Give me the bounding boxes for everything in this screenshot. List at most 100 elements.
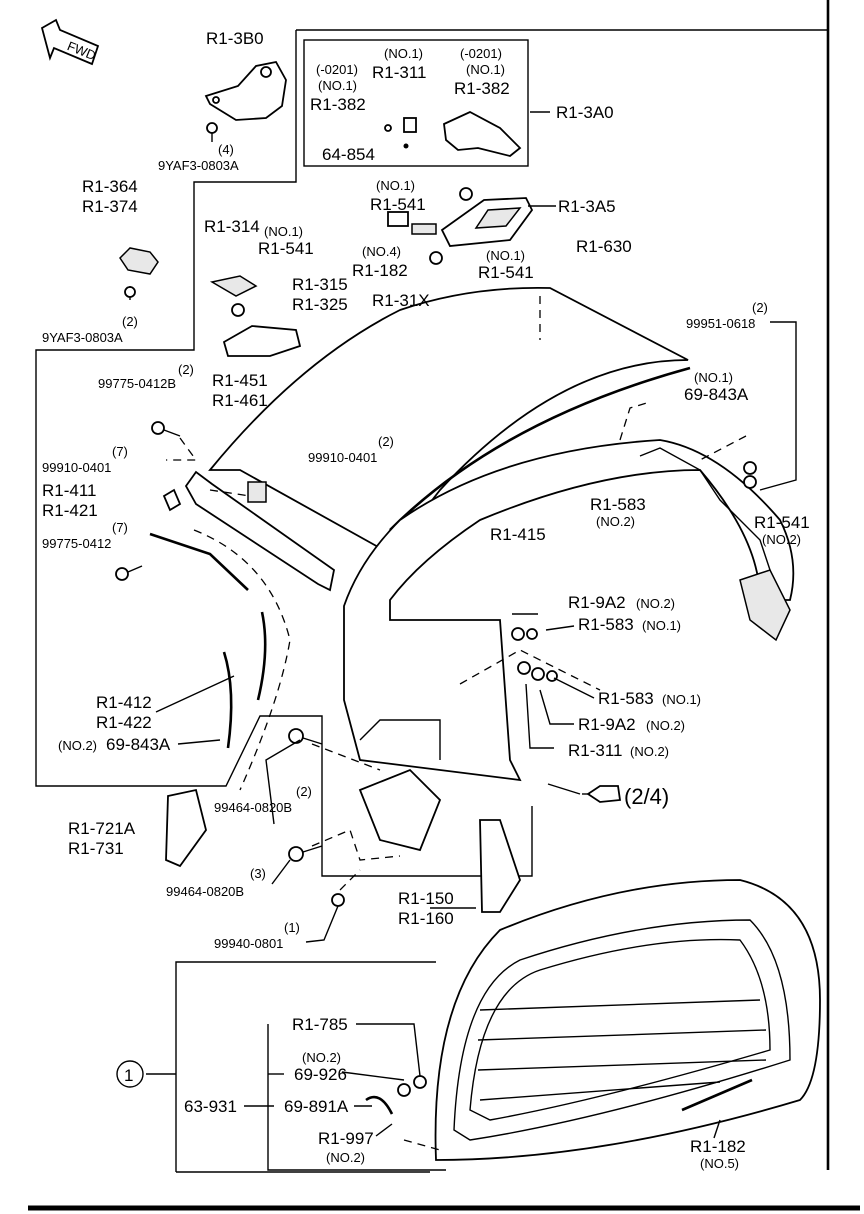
qty-3: (3) (250, 866, 266, 881)
label-69-843a-b: 69-843A (106, 735, 171, 754)
label-69-843a-a: 69-843A (684, 385, 749, 404)
qty-2a: (2) (122, 314, 138, 329)
label-no1-g: (NO.1) (694, 370, 733, 385)
label-no2-d: (NO.2) (646, 718, 685, 733)
label-no1-i: (NO.1) (662, 692, 701, 707)
label-99775-412b: 99775-0412B (98, 376, 176, 391)
label-69-891a: 69-891A (284, 1097, 349, 1116)
label-no1-h: (NO.1) (642, 618, 681, 633)
qty-4: (4) (218, 142, 234, 157)
label-r1-421: R1-421 (42, 501, 98, 520)
label-r1-541-a: R1-541 (370, 195, 426, 214)
hinge-parts (165, 728, 521, 913)
circled-number-label: 1 (124, 1066, 133, 1085)
label-no2-e: (NO.2) (58, 738, 97, 753)
label-99464-a: 99464-0820B (214, 800, 292, 815)
label-r1-630: R1-630 (576, 237, 632, 256)
label-99940: 99940-0801 (214, 936, 283, 951)
r1-364-clip (119, 247, 159, 300)
label-r1-997: R1-997 (318, 1129, 374, 1148)
label-r1-325: R1-325 (292, 295, 348, 314)
label-r1-182-b: R1-182 (690, 1137, 746, 1156)
qty-2c: (2) (178, 362, 194, 377)
label-no1-a: (NO.1) (384, 46, 423, 61)
label-r1-583-b: R1-583 (578, 615, 634, 634)
label-r1-785: R1-785 (292, 1015, 348, 1034)
label-9yaf3-a: 9YAF3-0803A (158, 158, 239, 173)
qty-2d: (2) (378, 434, 394, 449)
label-no2-h: (NO.2) (326, 1150, 365, 1165)
qty-1: (1) (284, 920, 300, 935)
label-r1-9a2-b: R1-9A2 (578, 715, 636, 734)
label-9yaf3-b: 9YAF3-0803A (42, 330, 123, 345)
r1-3b0-bracket (204, 60, 287, 142)
dashed-lines (166, 401, 747, 1151)
circled-number-icon: 1 (116, 1060, 144, 1088)
label-no1-f: (NO.1) (486, 248, 525, 263)
label-r1-382-b: R1-382 (310, 95, 366, 114)
label-99464-b: 99464-0820B (166, 884, 244, 899)
label-m0201-b: (-0201) (316, 62, 358, 77)
label-63-931: 63-931 (184, 1097, 237, 1116)
label-99910-a: 99910-0401 (42, 460, 111, 475)
label-r1-541-b: R1-541 (258, 239, 314, 258)
label-r1-541-c: R1-541 (478, 263, 534, 282)
label-r1-422: R1-422 (96, 713, 152, 732)
label-r1-731: R1-731 (68, 839, 124, 858)
r1-314-bracket (209, 275, 302, 357)
label-r1-160: R1-160 (398, 909, 454, 928)
leader-lines (146, 111, 797, 1171)
label-r1-150: R1-150 (398, 889, 454, 908)
label-no4: (NO.4) (362, 244, 401, 259)
label-m0201-a: (-0201) (460, 46, 502, 61)
label-no1-d: (NO.1) (376, 178, 415, 193)
label-99775-412: 99775-0412 (42, 536, 111, 551)
label-r1-374: R1-374 (82, 197, 138, 216)
label-r1-382-a: R1-382 (454, 79, 510, 98)
qty-7a: (7) (112, 444, 128, 459)
label-no2-a: (NO.2) (596, 514, 635, 529)
label-64-854: 64-854 (322, 145, 375, 164)
r1-3a0-latch (384, 110, 522, 157)
label-no2-b: (NO.2) (762, 532, 801, 547)
qty-7b: (7) (112, 520, 128, 535)
label-r1-3a5: R1-3A5 (558, 197, 616, 216)
label-r1-311-b: R1-311 (568, 741, 623, 760)
weatherstrips (149, 529, 291, 791)
label-no1-b: (NO.1) (466, 62, 505, 77)
label-r1-3b0: R1-3B0 (206, 29, 264, 48)
label-no1-e: (NO.1) (264, 224, 303, 239)
frame-r1-415 (343, 439, 795, 782)
qty-2b: (2) (752, 300, 768, 315)
label-69-926: 69-926 (294, 1065, 347, 1084)
label-99951: 99951-0618 (686, 316, 755, 331)
qty-2e: (2) (296, 784, 312, 799)
label-r1-182-a: R1-182 (352, 261, 408, 280)
front-rail-r1-451 (184, 470, 335, 592)
label-r1-3a0: R1-3A0 (556, 103, 614, 122)
label-r1-583-c: R1-583 (598, 689, 654, 708)
label-r1-31x: R1-31X (372, 291, 430, 310)
r1-3a5-handle (387, 187, 534, 265)
r1-3a0-box (303, 39, 529, 167)
label-r1-412: R1-412 (96, 693, 152, 712)
rear-glass (365, 879, 821, 1161)
label-r1-415: R1-415 (490, 525, 546, 544)
label-r1-311-a: R1-311 (372, 63, 427, 82)
label-99910-b: 99910-0401 (308, 450, 377, 465)
fwd-arrow-icon: FWD (40, 18, 100, 66)
label-no5: (NO.5) (700, 1156, 739, 1171)
glass-box (175, 961, 436, 1172)
label-no2-f: (NO.2) (630, 744, 669, 759)
label-r1-451: R1-451 (212, 371, 268, 390)
label-r1-364: R1-364 (82, 177, 138, 196)
label-r1-721a: R1-721A (68, 819, 136, 838)
bolt-r1-541 (739, 461, 791, 642)
label-r1-411: R1-411 (42, 481, 97, 500)
label-no2-g: (NO.2) (302, 1050, 341, 1065)
label-no1-c: (NO.1) (318, 78, 357, 93)
nuts (511, 627, 558, 682)
label-r1-461: R1-461 (212, 391, 268, 410)
